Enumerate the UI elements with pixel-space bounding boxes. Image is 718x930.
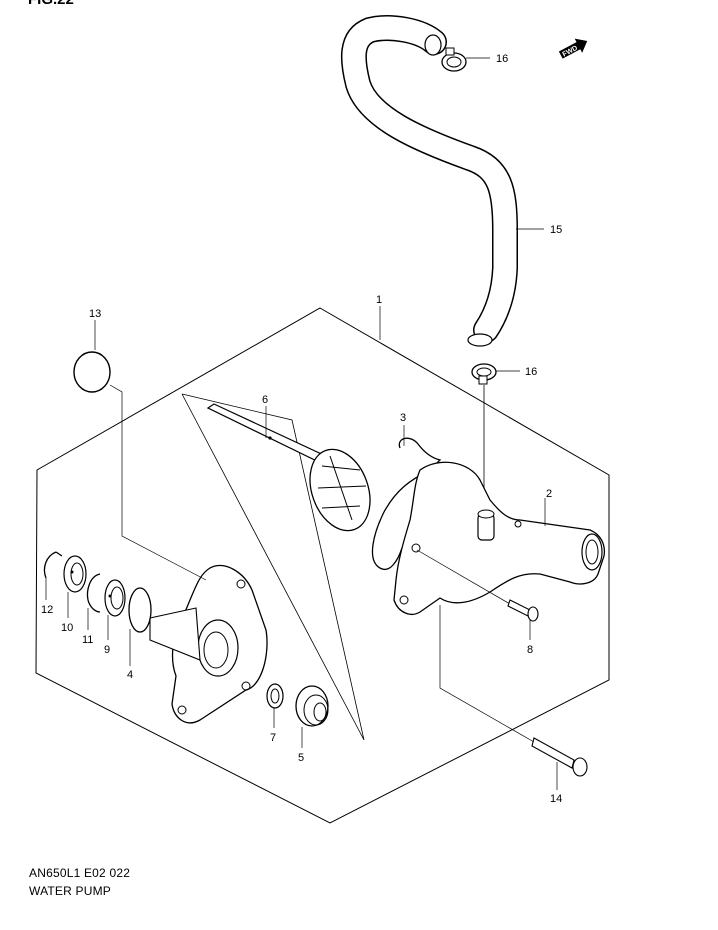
callout-3: 3: [400, 412, 406, 424]
callout-leaders: [45, 57, 558, 790]
callout-5: 5: [298, 752, 304, 764]
callout-labels: 1 2 3 4 5 6 7 8 9 10 11 12 13 14 15 16 1…: [41, 53, 562, 805]
callout-7: 7: [270, 732, 276, 744]
water-hose: [340, 15, 518, 347]
assembly-outline: [35, 307, 610, 824]
fwd-arrow-icon: FWD: [558, 38, 588, 59]
o-ring-small: [128, 587, 152, 633]
callout-14: 14: [550, 793, 562, 805]
callout-9: 9: [104, 644, 110, 656]
callout-6: 6: [262, 394, 268, 406]
water-pump-body: [393, 461, 606, 615]
callout-11: 11: [82, 634, 93, 646]
oil-seal: [266, 683, 284, 709]
callout-8: 8: [527, 644, 533, 656]
fwd-label: FWD: [562, 45, 579, 59]
hose-clamp-bottom: [471, 363, 497, 385]
model-code: AN650L1 E02 022: [29, 866, 131, 880]
impeller: [309, 448, 371, 532]
callout-2: 2: [546, 488, 552, 500]
callout-16-top: 16: [496, 53, 508, 65]
section-name: WATER PUMP: [29, 884, 111, 898]
bearing-inner: [104, 579, 126, 617]
callout-1: 1: [376, 294, 382, 306]
pump-shaft: [206, 403, 331, 466]
callout-10: 10: [61, 622, 73, 634]
callout-12: 12: [41, 604, 53, 616]
bolt: [439, 605, 588, 777]
o-ring-large: [73, 351, 111, 393]
callout-16-bottom: 16: [525, 366, 537, 378]
screw: [416, 549, 539, 622]
hose-clamp-top: [441, 47, 467, 72]
circlip-outer: [43, 551, 63, 579]
shaft-subassembly-outline: [181, 393, 365, 741]
circlip-inner: [86, 573, 101, 613]
bearing-outer: [63, 555, 87, 593]
callout-4: 4: [127, 669, 133, 681]
o-ring-gasket: [371, 437, 442, 571]
o-ring-large-leader: [109, 384, 207, 581]
mechanical-seal: [295, 685, 329, 727]
pump-cover: [149, 564, 268, 724]
figure-title: FIG.22: [28, 0, 74, 8]
callout-13: 13: [89, 308, 101, 320]
callout-15: 15: [550, 224, 562, 236]
